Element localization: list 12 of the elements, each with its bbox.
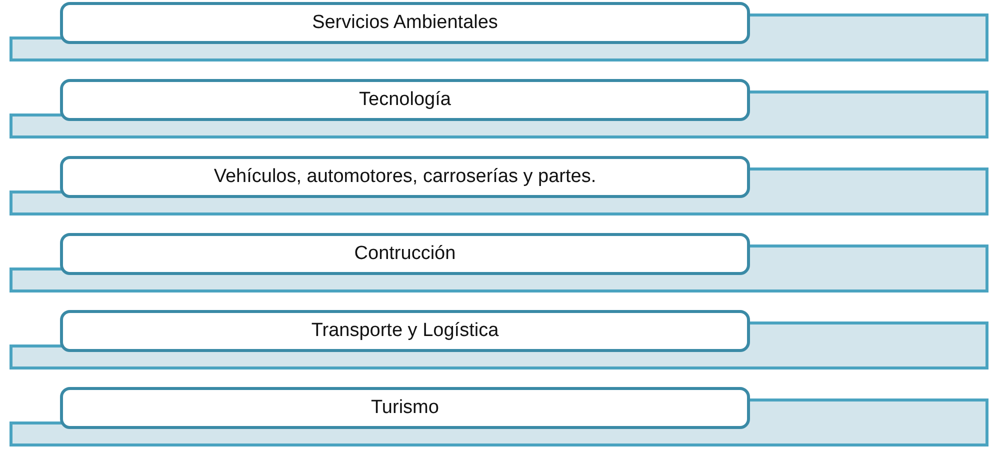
list-item-box [60, 156, 750, 198]
item-label: Servicios Ambientales [312, 12, 498, 34]
list-item-box [60, 79, 750, 121]
list-item-box [60, 2, 750, 44]
item-label: Tecnología [359, 89, 451, 111]
item-label: Contrucción [354, 243, 456, 265]
item-label: Vehículos, automotores, carroserías y partes. [214, 166, 596, 188]
item-label: Transporte y Logística [311, 320, 499, 342]
item-label: Turismo [371, 397, 439, 419]
list-item-box [60, 233, 750, 275]
list-item-box [60, 387, 750, 429]
list-item-box [60, 310, 750, 352]
